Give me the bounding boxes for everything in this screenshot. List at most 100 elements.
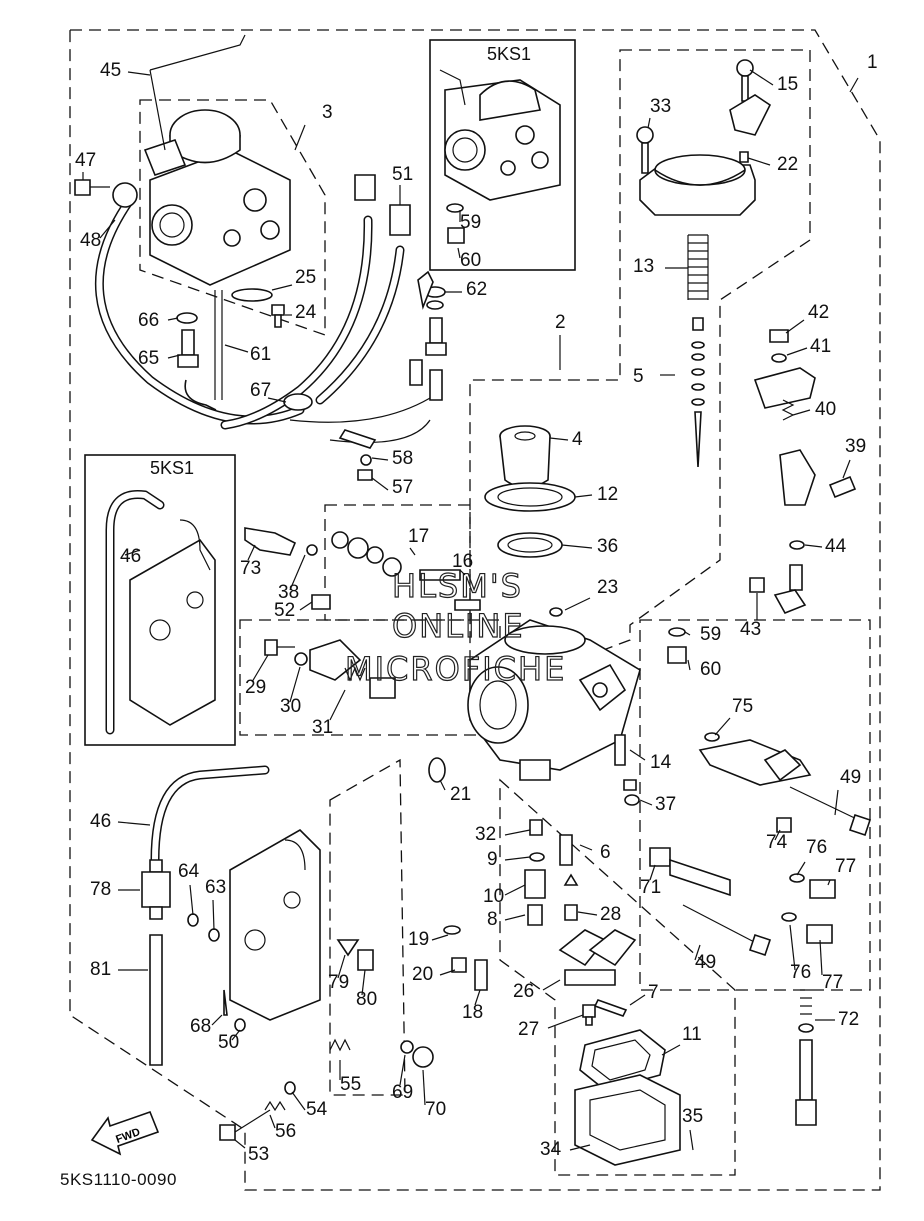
leader-line-1 bbox=[849, 77, 859, 93]
callout-74: 74 bbox=[766, 832, 788, 853]
leader-line-36 bbox=[561, 544, 593, 549]
callout-1: 1 bbox=[867, 52, 878, 73]
sensor-lead bbox=[289, 394, 436, 444]
callout-70: 70 bbox=[425, 1099, 446, 1120]
leader-line-26 bbox=[542, 979, 561, 991]
callout-62: 62 bbox=[466, 279, 487, 300]
callout-48: 48 bbox=[80, 230, 101, 251]
callout-46-1: 46 bbox=[90, 811, 111, 832]
clamp-67 bbox=[283, 393, 313, 411]
leader-line-10 bbox=[504, 884, 526, 896]
callout-60-1: 60 bbox=[700, 659, 721, 680]
leader-line-37 bbox=[639, 799, 653, 806]
callout-58: 58 bbox=[392, 448, 413, 469]
screw-72 bbox=[795, 989, 817, 1126]
choke-lever bbox=[229, 829, 321, 1021]
leader-line-76 bbox=[796, 861, 806, 876]
callout-24: 24 bbox=[295, 302, 317, 323]
callout-56: 56 bbox=[275, 1121, 296, 1142]
leader-line-18 bbox=[474, 989, 481, 1006]
callout-44: 44 bbox=[825, 536, 847, 557]
leader-line-73 bbox=[247, 544, 256, 561]
callout-5: 5 bbox=[633, 366, 644, 387]
fitting-73 bbox=[244, 527, 318, 556]
float-bowl bbox=[574, 1074, 681, 1166]
leader-line-76-1 bbox=[789, 924, 796, 971]
clip-25-24 bbox=[231, 288, 285, 328]
cover-29-31 bbox=[264, 639, 396, 699]
sub-outline-2 bbox=[469, 49, 811, 701]
callout-32: 32 bbox=[475, 824, 496, 845]
leader-line-7 bbox=[629, 994, 646, 1006]
callout-46: 46 bbox=[120, 546, 141, 567]
callout-72: 72 bbox=[838, 1009, 859, 1030]
leader-line-40 bbox=[792, 409, 811, 416]
leader-line-20 bbox=[439, 969, 456, 976]
leader-line-46 bbox=[124, 549, 141, 556]
leader-line-39 bbox=[842, 459, 851, 479]
callout-52: 52 bbox=[274, 600, 295, 621]
inset-title-top: 5KS1 bbox=[487, 44, 531, 64]
callout-29: 29 bbox=[245, 677, 266, 698]
callout-11: 11 bbox=[682, 1024, 702, 1045]
callout-40: 40 bbox=[815, 399, 836, 420]
screw-15-bracket bbox=[729, 59, 772, 163]
leader-line-59-1 bbox=[684, 631, 691, 636]
leader-line-6 bbox=[579, 844, 593, 851]
watermark: HLSM'S ONLINE MICROFICHE bbox=[344, 566, 564, 688]
watermark-line-1: HLSM'S bbox=[392, 567, 523, 605]
choke-small-parts bbox=[187, 913, 434, 1068]
connector-51 bbox=[354, 174, 443, 401]
callout-26: 26 bbox=[513, 981, 534, 1002]
callout-19: 19 bbox=[408, 929, 429, 950]
callout-42: 42 bbox=[808, 302, 829, 323]
sub-outline-46 bbox=[329, 758, 406, 1096]
callout-9: 9 bbox=[487, 849, 498, 870]
leader-line-46-1 bbox=[117, 821, 151, 826]
leader-line-45 bbox=[127, 71, 151, 76]
leader-line-56 bbox=[269, 1114, 276, 1129]
leader-line-64 bbox=[189, 884, 194, 916]
callout-50: 50 bbox=[218, 1032, 239, 1053]
leader-line-74 bbox=[774, 829, 781, 841]
leader-line-48 bbox=[99, 219, 116, 239]
callout-77-1: 77 bbox=[822, 972, 843, 993]
callout-80: 80 bbox=[356, 989, 377, 1010]
plug-21 bbox=[428, 757, 446, 783]
leader-line-49 bbox=[834, 789, 839, 816]
leader-line-54 bbox=[291, 1091, 306, 1111]
jets bbox=[443, 819, 579, 991]
callout-75: 75 bbox=[732, 696, 753, 717]
filter-78 bbox=[141, 859, 171, 920]
callout-30: 30 bbox=[280, 696, 301, 717]
pin-7 bbox=[593, 999, 628, 1017]
leader-line-4 bbox=[549, 437, 569, 441]
tube-61 bbox=[214, 290, 223, 400]
diaphragm-12 bbox=[484, 482, 576, 512]
leader-line-57 bbox=[371, 477, 389, 491]
callout-15: 15 bbox=[777, 74, 798, 95]
screw-53-56-54 bbox=[219, 1081, 296, 1141]
jet-parts-16-17 bbox=[331, 531, 481, 611]
leader-line-34 bbox=[569, 1144, 591, 1151]
sub-outline-29 bbox=[239, 619, 501, 736]
screw-47 bbox=[74, 179, 138, 208]
leader-line-69 bbox=[399, 1054, 406, 1086]
leader-line-67 bbox=[267, 397, 287, 403]
leader-line-14 bbox=[629, 749, 646, 761]
callout-66: 66 bbox=[138, 310, 159, 331]
callout-35: 35 bbox=[682, 1106, 703, 1127]
washer-59-60-right bbox=[667, 627, 687, 664]
screw-27 bbox=[582, 1004, 596, 1026]
leader-line-32 bbox=[504, 829, 531, 836]
callout-2: 2 bbox=[555, 312, 566, 333]
callout-59: 59 bbox=[460, 212, 481, 233]
leader-line-27 bbox=[547, 1014, 584, 1029]
callout-39: 39 bbox=[845, 436, 866, 457]
callout-10: 10 bbox=[483, 886, 504, 907]
callout-49-1: 49 bbox=[695, 952, 716, 973]
callout-57: 57 bbox=[392, 477, 413, 498]
leader-line-12 bbox=[574, 494, 593, 498]
screw-33 bbox=[636, 126, 654, 174]
callout-layer: 1234567891011121314151617181920212223242… bbox=[75, 52, 878, 1165]
